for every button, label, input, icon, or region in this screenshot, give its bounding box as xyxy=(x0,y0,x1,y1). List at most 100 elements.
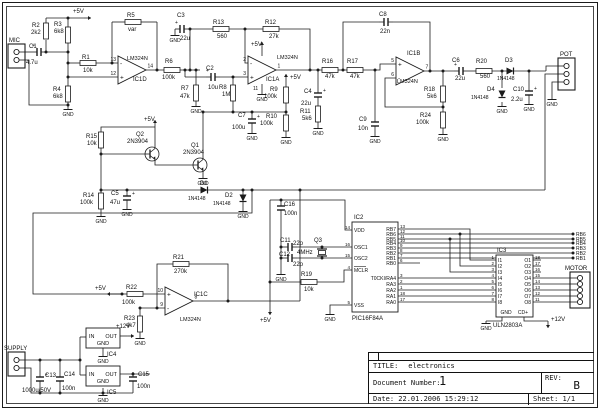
svg-text:D3: D3 xyxy=(505,58,513,64)
svg-text:RB2: RB2 xyxy=(386,251,396,257)
junction-dot xyxy=(155,306,159,310)
svg-text:1: 1 xyxy=(400,285,403,290)
svg-text:2: 2 xyxy=(491,261,494,266)
junction-dot xyxy=(571,241,575,245)
svg-text:C7: C7 xyxy=(238,113,246,119)
svg-text:47k: 47k xyxy=(180,94,191,100)
svg-text:IC1A: IC1A xyxy=(266,77,279,83)
gnd-symbol: GND xyxy=(523,102,535,113)
wire xyxy=(363,63,396,71)
svg-text:+5V: +5V xyxy=(290,75,301,81)
svg-text:C5: C5 xyxy=(111,191,119,197)
svg-text:10k: 10k xyxy=(304,287,315,293)
svg-text:R8: R8 xyxy=(219,85,227,91)
svg-text:GND: GND xyxy=(197,181,209,187)
svg-text:5: 5 xyxy=(491,279,494,284)
junction-dot xyxy=(279,256,283,260)
svg-text:R16: R16 xyxy=(322,59,334,65)
svg-text:C10: C10 xyxy=(513,87,525,93)
svg-text:+: + xyxy=(454,62,457,68)
svg-text:12: 12 xyxy=(110,71,116,77)
svg-text:C6: C6 xyxy=(452,58,460,64)
svg-text:GND: GND xyxy=(275,277,287,283)
svg-text:C15: C15 xyxy=(138,372,150,378)
svg-text:-: - xyxy=(120,61,122,68)
junction-dot xyxy=(250,188,254,192)
svg-text:R11: R11 xyxy=(300,109,311,115)
wire xyxy=(544,73,558,190)
svg-text:I6: I6 xyxy=(498,288,502,294)
wire xyxy=(342,21,379,70)
svg-text:9: 9 xyxy=(160,302,163,308)
svg-text:GND: GND xyxy=(496,109,508,115)
svg-text:R9: R9 xyxy=(270,87,278,93)
rev-value: B xyxy=(573,379,580,392)
svg-text:GND: GND xyxy=(280,140,292,146)
wire xyxy=(449,239,496,273)
svg-text:Q1: Q1 xyxy=(191,143,200,149)
junction-dot xyxy=(99,188,103,192)
svg-text:OUT: OUT xyxy=(105,334,117,340)
svg-text:7: 7 xyxy=(491,291,494,296)
junction-dot xyxy=(188,68,192,72)
svg-text:RB5: RB5 xyxy=(386,237,396,243)
junction-dot xyxy=(571,246,575,250)
svg-text:5: 5 xyxy=(391,58,394,64)
gnd-symbol: GND xyxy=(97,354,109,365)
svg-text:R13: R13 xyxy=(213,20,225,26)
junction-dot xyxy=(78,358,82,362)
svg-text:8: 8 xyxy=(400,248,403,253)
wire xyxy=(244,29,248,64)
svg-text:IC5: IC5 xyxy=(107,390,117,396)
svg-text:I5: I5 xyxy=(498,282,502,288)
svg-text:100k: 100k xyxy=(122,300,136,306)
svg-text:R24: R24 xyxy=(420,113,432,119)
svg-text:R4: R4 xyxy=(53,87,61,93)
svg-text:D1: D1 xyxy=(200,181,208,187)
svg-text:RA0: RA0 xyxy=(386,300,396,306)
svg-text:+12V: +12V xyxy=(551,317,565,323)
svg-text:2k2: 2k2 xyxy=(31,30,41,36)
svg-text:D4: D4 xyxy=(487,87,495,93)
svg-text:I2: I2 xyxy=(498,264,502,270)
junction-dot xyxy=(241,188,245,192)
junction-dot xyxy=(373,68,377,72)
power-flag-+5V: +5V xyxy=(260,308,272,324)
gnd-symbol: GND xyxy=(134,336,146,347)
svg-text:GND: GND xyxy=(237,214,249,220)
svg-text:R17: R17 xyxy=(347,59,359,65)
svg-text:+: + xyxy=(257,114,260,120)
svg-text:7: 7 xyxy=(426,65,429,71)
svg-text:1N4148: 1N4148 xyxy=(213,201,231,207)
sheet-title: electronics xyxy=(408,362,455,370)
svg-text:2N3904: 2N3904 xyxy=(183,150,205,156)
doc-number: 1 xyxy=(439,374,447,388)
svg-text:GND: GND xyxy=(437,137,449,143)
junction-dot xyxy=(279,245,283,249)
svg-text:LM324N: LM324N xyxy=(277,55,298,61)
svg-text:18: 18 xyxy=(535,255,541,260)
power-flag-+12V: +12V xyxy=(546,317,565,328)
svg-text:Q3: Q3 xyxy=(314,238,323,244)
svg-text:560: 560 xyxy=(217,34,228,40)
junction-dot xyxy=(268,280,272,284)
svg-text:+5V: +5V xyxy=(251,42,262,48)
svg-text:R18: R18 xyxy=(424,87,436,93)
svg-text:PIC16F84A: PIC16F84A xyxy=(352,316,383,322)
svg-text:15: 15 xyxy=(535,273,541,278)
resistors: R110kR22k2R36k8R46k8R5varR6100kR747kR81M… xyxy=(31,13,493,333)
